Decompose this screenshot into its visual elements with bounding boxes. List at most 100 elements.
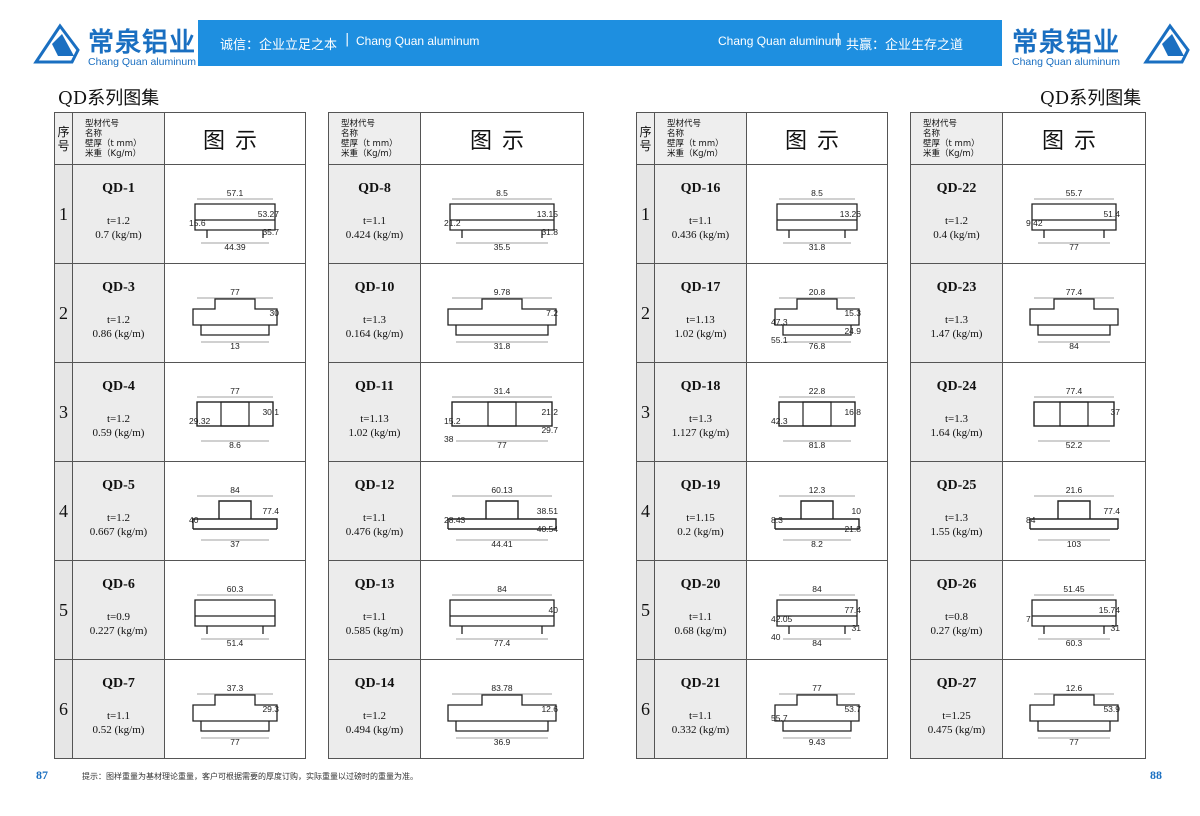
meter-weight: 1.55 (kg/m) bbox=[930, 526, 983, 538]
profile-outline bbox=[774, 500, 860, 530]
dimension-label: 8.5 bbox=[811, 188, 823, 198]
logo-left: 常泉铝业 Chang Quan aluminum bbox=[32, 14, 222, 70]
dimension-label: 28.43 bbox=[444, 515, 466, 525]
row-seq: 6 bbox=[54, 659, 73, 759]
dimension-label: 40 bbox=[771, 632, 781, 642]
dimension-label: 76.8 bbox=[809, 341, 826, 351]
profile-outline bbox=[774, 298, 860, 336]
profile-outline bbox=[1031, 203, 1117, 238]
dimension-label: 21.2 bbox=[444, 218, 461, 228]
dimension-label: 38.51 bbox=[537, 506, 559, 516]
profile-code: QD-17 bbox=[680, 280, 721, 295]
profile-outline bbox=[447, 500, 557, 530]
meter-weight: 0.52 (kg/m) bbox=[92, 724, 145, 736]
meter-weight: 0.424 (kg/m) bbox=[345, 229, 404, 241]
profile-code: QD-23 bbox=[936, 280, 977, 295]
dimension-label: 60.3 bbox=[1066, 638, 1083, 648]
profile-inner bbox=[1059, 401, 1089, 427]
header-pic: 图示 bbox=[164, 112, 306, 165]
profile-outline bbox=[776, 203, 858, 238]
dimension-label: 52.2 bbox=[1066, 440, 1083, 450]
dimension-label: 44.39 bbox=[224, 242, 246, 252]
wall-thickness: t=1.1 bbox=[688, 611, 712, 623]
dimension-label: 60.13 bbox=[491, 485, 513, 495]
profile-code: QD-22 bbox=[936, 181, 977, 196]
dimension-label: 77 bbox=[497, 440, 507, 450]
divider: | bbox=[345, 32, 350, 47]
dimension-label: 16.8 bbox=[844, 407, 861, 417]
dimension-label: 103 bbox=[1067, 539, 1081, 549]
dimension-label: 37 bbox=[230, 539, 240, 549]
brand-cn: 常泉铝业 bbox=[1012, 28, 1121, 58]
header-info: 型材代号名称壁厚（t mm）米重（Kg/m） bbox=[910, 112, 1003, 165]
row-seq: 2 bbox=[636, 263, 655, 363]
profile-outline bbox=[447, 298, 557, 336]
slogan-right: 共赢：企业生存之道 bbox=[846, 38, 964, 53]
profile-code: QD-18 bbox=[680, 379, 721, 394]
wall-thickness: t=1.13 bbox=[360, 413, 389, 425]
wall-thickness: t=1.2 bbox=[944, 215, 968, 227]
profile-outline bbox=[447, 694, 557, 732]
slogan-left: 诚信：企业立足之本 bbox=[220, 38, 338, 53]
dimension-label: 13.26 bbox=[840, 209, 862, 219]
profile-outline bbox=[451, 401, 553, 427]
dimension-label: 31 bbox=[1111, 623, 1121, 633]
dimension-label: 20.8 bbox=[809, 287, 826, 297]
dimension-label: 12.6 bbox=[541, 704, 558, 714]
wall-thickness: t=1.1 bbox=[362, 512, 386, 524]
meter-weight: 0.667 (kg/m) bbox=[89, 526, 148, 538]
wall-thickness: t=1.2 bbox=[362, 710, 386, 722]
dimension-label: 35.7 bbox=[262, 227, 279, 237]
header-pic: 图示 bbox=[420, 112, 584, 165]
footnote: 提示：图样重量为基材理论重量，客户可根据需要的厚度订购，实际重量以过磅时的重量为… bbox=[82, 772, 418, 781]
logo-mark-icon bbox=[1143, 23, 1190, 64]
meter-weight: 0.476 (kg/m) bbox=[345, 526, 404, 538]
dimension-label: 77 bbox=[1069, 737, 1079, 747]
dimension-label: 8.3 bbox=[771, 515, 783, 525]
slogan-left-en: Chang Quan aluminum bbox=[356, 34, 480, 48]
dimension-label: 84 bbox=[812, 584, 822, 594]
wall-thickness: t=1.3 bbox=[944, 413, 968, 425]
wall-thickness: t=1.3 bbox=[944, 314, 968, 326]
dimension-label: 7.2 bbox=[546, 308, 558, 318]
header-seq: 序号 bbox=[54, 112, 73, 165]
profile-outline bbox=[1031, 599, 1117, 634]
dimension-label: 10 bbox=[852, 506, 862, 516]
dimension-label: 53.9 bbox=[1103, 704, 1120, 714]
dimension-label: 84 bbox=[497, 584, 507, 594]
dimension-label: 53.7 bbox=[844, 704, 861, 714]
header-info: 型材代号名称壁厚（t mm）米重（Kg/m） bbox=[654, 112, 747, 165]
dimension-label: 60.3 bbox=[227, 584, 244, 594]
profile-outline bbox=[192, 298, 278, 336]
slogan-right-en: Chang Quan aluminum bbox=[718, 34, 842, 48]
dimension-label: 12.6 bbox=[1066, 683, 1083, 693]
dimension-label: 77 bbox=[230, 737, 240, 747]
dimension-label: 55.7 bbox=[771, 713, 788, 723]
logo-mark-icon bbox=[33, 23, 80, 64]
